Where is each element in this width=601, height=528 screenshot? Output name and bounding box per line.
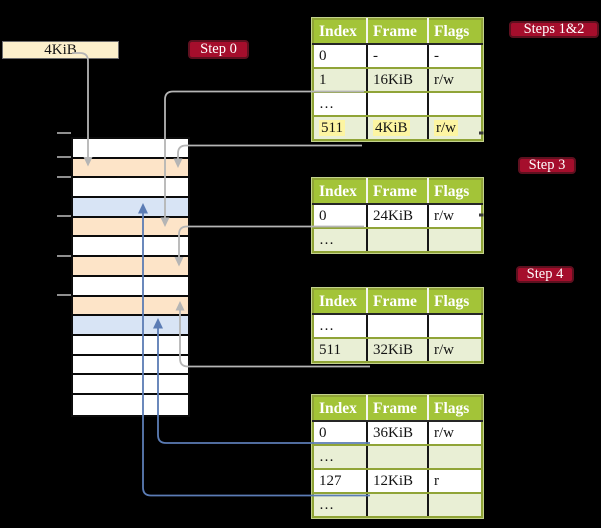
memory-frame-row-4 [73,217,188,238]
highlight: r/w [434,119,458,136]
memory-frame-row-7 [73,276,188,297]
page-table-4: Index Frame Flags 0 36KiB r/w … 127 12Ki… [312,395,483,518]
page-table-1: Index Frame Flags 0 - - 1 16KiB r/w … 51… [312,18,483,141]
table-row: … [312,91,483,117]
cell-index: 511 [312,115,368,141]
col-header-frame: Frame [366,18,429,45]
col-header-flags: Flags [427,18,483,45]
cell-frame [366,91,429,117]
cell-index: 0 [312,420,368,446]
table-row: 0 36KiB r/w [312,420,483,446]
memory-frame-row-3 [73,198,188,218]
physical-memory-column [71,137,190,417]
table-row: 1 16KiB r/w [312,67,483,93]
highlight: 4KiB [373,119,410,136]
col-header-flags: Flags [427,395,483,422]
cell-frame: 36KiB [366,420,429,446]
step-3-badge: Step 3 [518,157,576,174]
col-header-frame: Frame [366,288,429,315]
memory-frame-row-2 [73,178,188,199]
cell-flags: r/w [427,67,483,93]
memory-frame-row-8 [73,296,188,317]
cell-index: … [312,227,368,253]
cell-flags: r/w [427,420,483,446]
cell-flags: r [427,468,483,494]
memory-address-tick [57,294,71,296]
memory-frame-row-11 [73,355,188,376]
table-row: 0 24KiB r/w [312,203,483,229]
cell-index: … [312,313,368,339]
table-row: … [312,227,483,253]
cell-flags: r/w [427,203,483,229]
cell-frame: 24KiB [366,203,429,229]
cell-flags: r/w [427,115,483,141]
cell-flags [427,492,483,518]
cell-frame [366,492,429,518]
cell-flags [427,444,483,470]
cell-index: … [312,444,368,470]
cell-frame: - [366,43,429,69]
steps-1-2-badge: Steps 1&2 [509,21,599,38]
pointer-address-box: 4KiB [2,41,119,59]
cell-frame [366,227,429,253]
col-header-frame: Frame [366,178,429,205]
cell-frame: 16KiB [366,67,429,93]
highlight: 511 [319,119,345,136]
table-row: 0 - - [312,43,483,69]
cell-flags [427,227,483,253]
col-header-flags: Flags [427,288,483,315]
memory-address-tick [57,132,71,134]
page-table-3: Index Frame Flags … 511 32KiB r/w [312,288,483,363]
step-0-badge: Step 0 [188,40,249,59]
cell-index: 0 [312,43,368,69]
table-row: 511 32KiB r/w [312,337,483,363]
cell-flags [427,91,483,117]
cell-flags [427,313,483,339]
memory-address-tick [57,156,71,158]
cell-frame [366,444,429,470]
col-header-flags: Flags [427,178,483,205]
memory-address-tick [57,214,71,217]
cell-index: 1 [312,67,368,93]
table-row: … [312,492,483,518]
cell-index: 127 [312,468,368,494]
table-row: … [312,444,483,470]
col-header-index: Index [312,18,368,45]
memory-frame-row-13 [73,394,188,415]
cell-index: … [312,91,368,117]
cell-index: 0 [312,203,368,229]
step-4-badge: Step 4 [516,266,574,283]
memory-frame-row-1 [73,158,188,179]
col-header-index: Index [312,288,368,315]
cell-frame [366,313,429,339]
cell-index: 511 [312,337,368,363]
table-row: 127 12KiB r [312,468,483,494]
cell-frame: 12KiB [366,468,429,494]
page-table-2: Index Frame Flags 0 24KiB r/w … [312,178,483,253]
table-row: … [312,313,483,339]
cell-frame: 32KiB [366,337,429,363]
memory-address-tick [57,175,71,178]
cell-frame: 4KiB [366,115,429,141]
memory-frame-row-9 [73,316,188,336]
memory-frame-row-6 [73,257,188,277]
memory-frame-row-0 [73,139,188,159]
memory-frame-row-12 [73,375,188,395]
cell-flags: - [427,43,483,69]
table-row-highlighted: 511 4KiB r/w [312,115,483,141]
col-header-frame: Frame [366,395,429,422]
memory-address-tick [57,254,71,257]
arrow-t1-entry511-to-4kib-frame [177,144,362,159]
cell-flags: r/w [427,337,483,363]
memory-frame-row-5 [73,237,188,258]
col-header-index: Index [312,395,368,422]
col-header-index: Index [312,178,368,205]
memory-frame-row-10 [73,335,188,356]
cell-index: … [312,492,368,518]
